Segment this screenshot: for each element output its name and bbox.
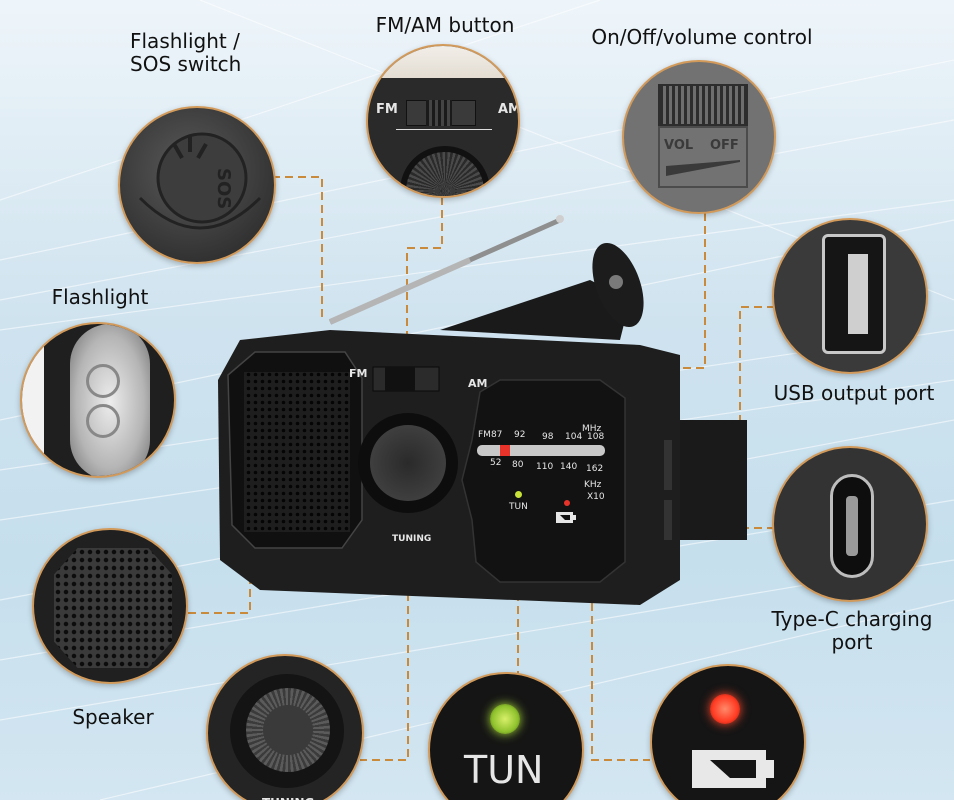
label-fm-am-button: FM/AM button: [375, 13, 515, 37]
battery-led-icon: [710, 694, 740, 724]
radio-battery-led-icon: [564, 500, 570, 506]
label-power-volume: On/Off/volume control: [591, 25, 813, 49]
circle-speaker: [32, 528, 188, 684]
circle-flashlight: [20, 322, 176, 478]
radio-battery-icon: [556, 512, 576, 523]
volume-wedge-icon: [666, 160, 740, 176]
vol-label: VOL: [664, 138, 694, 153]
circle-tun-indicator: TUN: [428, 672, 584, 800]
circle-usb: [772, 218, 928, 374]
circle-tuning-knob: TUNING: [206, 654, 364, 800]
radio-am-label: AM: [468, 377, 488, 390]
dial-am-unit: KHz: [584, 480, 602, 490]
dial-am-multiplier: X10: [587, 492, 605, 502]
off-label: OFF: [710, 138, 739, 153]
dial-fm-unit: MHz: [582, 424, 602, 434]
label-usb-output: USB output port: [773, 381, 935, 405]
circle-fm-label: FM: [376, 102, 398, 117]
label-flashlight-sos: Flashlight / SOS switch: [130, 29, 242, 76]
sos-switch-icon: SOS: [138, 132, 262, 230]
tun-led-icon: [490, 704, 520, 734]
dial-fm-scale: FM87 92 98 104 108: [478, 430, 605, 442]
radio-tun-led-icon: [515, 491, 522, 498]
circle-am-label: AM: [498, 102, 520, 117]
circle-volume: VOL OFF: [622, 60, 776, 214]
circle-tuning-label: TUNING: [262, 796, 314, 800]
battery-icon: [692, 750, 774, 788]
radio-tun-label: TUN: [509, 502, 528, 512]
radio-tuning-label: TUNING: [392, 534, 432, 544]
circle-battery-indicator: [650, 664, 806, 800]
svg-text:SOS: SOS: [213, 168, 234, 209]
circle-fm-am: FM AM: [366, 44, 520, 198]
label-type-c: Type-C charging port: [771, 607, 933, 654]
radio-fm-label: FM: [349, 367, 368, 380]
circle-sos-switch: SOS: [118, 106, 276, 264]
label-flashlight: Flashlight: [51, 285, 149, 309]
label-speaker: Speaker: [72, 705, 154, 729]
tun-large-label: TUN: [464, 748, 544, 792]
circle-type-c: [772, 446, 928, 602]
dial-am-scale: 52 80 110 140 162: [490, 458, 604, 474]
